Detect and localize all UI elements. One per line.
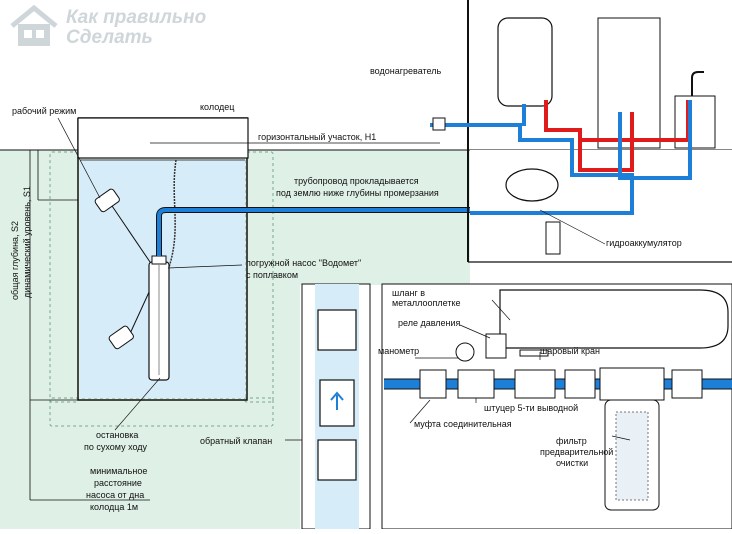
- label-pressure-relay: реле давления: [398, 318, 461, 328]
- label-min-dist-2: расстояние: [94, 478, 142, 488]
- coupling-left: [419, 369, 447, 399]
- label-pump-2: с поплавком: [246, 270, 299, 280]
- label-dynamic-level: динамический уровень, S1: [22, 186, 32, 298]
- cold-water-main: [430, 123, 634, 215]
- label-total-depth: общая глубина, S2: [10, 220, 20, 300]
- filter-cartridge: [615, 411, 649, 501]
- float-lower: [108, 325, 134, 350]
- pipe-coupling-lower: [317, 439, 357, 481]
- site-logo: Как правильно Сделать: [8, 4, 228, 54]
- label-hose-2: металлооплетке: [392, 298, 461, 308]
- label-pump-1: погружной насос "Водомет": [246, 258, 362, 268]
- pump-rope: [167, 159, 177, 271]
- ball-valve-handle: [519, 349, 549, 357]
- ground-area-right: [300, 150, 470, 285]
- pump-cap: [151, 255, 167, 265]
- float-cable-lower: [127, 289, 151, 339]
- label-pipeline-1: трубопровод прокладывается: [294, 176, 419, 186]
- ball-valve-body: [514, 369, 556, 399]
- label-filter-3: очистки: [556, 458, 589, 468]
- depth-measurements: [22, 149, 150, 501]
- pipe-coupling-upper: [317, 309, 357, 351]
- accumulator-small: [505, 168, 559, 202]
- filter-head: [599, 367, 665, 401]
- label-coupling: муфта соединительная: [414, 419, 512, 429]
- label-dry-stop-2: по сухому ходу: [84, 442, 148, 452]
- label-min-dist-1: минимальное: [90, 466, 148, 476]
- label-dry-stop-1: остановка: [96, 430, 139, 440]
- label-filter-2: предварительной: [540, 447, 614, 457]
- label-check-valve: обратный клапан: [200, 436, 273, 446]
- label-ball-valve: шаровый кран: [540, 346, 600, 356]
- pressure-relay-box: [485, 333, 507, 359]
- logo-text-line2: Сделать: [66, 27, 153, 48]
- accumulator-tank: [499, 289, 729, 349]
- leader-lines: [57, 117, 440, 441]
- label-filter-1: фильтр: [556, 436, 587, 446]
- filter-small: [545, 221, 561, 255]
- label-water-heater: водонагреватель: [370, 66, 442, 76]
- label-min-dist-3: насоса от дна: [86, 490, 145, 500]
- check-valve-arrow: [330, 391, 344, 410]
- label-well: колодец: [200, 102, 235, 112]
- coupling-right: [671, 369, 703, 399]
- five-way-fitting: [457, 369, 495, 399]
- coupling-middle: [564, 369, 596, 399]
- label-fitting: штуцер 5-ти выводной: [484, 403, 579, 413]
- well-top-rim: [77, 117, 249, 159]
- cold-water-branch: [618, 100, 692, 180]
- label-min-dist-4: колодца 1м: [90, 502, 139, 512]
- water-heater: [497, 17, 553, 107]
- faucet: [691, 71, 704, 96]
- water-pipe-well-fill: [157, 208, 470, 256]
- shower-cabin: [597, 17, 661, 149]
- logo-text-line1: Как правильно: [66, 7, 207, 28]
- manometer-gauge: [455, 342, 475, 362]
- house-floor: [470, 150, 732, 265]
- outdoor-tap: [432, 117, 446, 131]
- label-horizontal-section: горизонтальный участок, H1: [258, 132, 377, 142]
- label-accumulator: гидроаккумулятор: [606, 238, 682, 248]
- house-logo-icon: [10, 4, 58, 46]
- label-manometer: манометр: [378, 346, 420, 356]
- inset-leader-lines: [409, 209, 631, 441]
- label-pipeline-2: под землю ниже глубины промерзания: [276, 188, 439, 198]
- float-upper: [94, 188, 120, 213]
- label-hose-1: шланг в: [392, 288, 426, 298]
- label-work-mode: рабочий режим: [12, 106, 77, 116]
